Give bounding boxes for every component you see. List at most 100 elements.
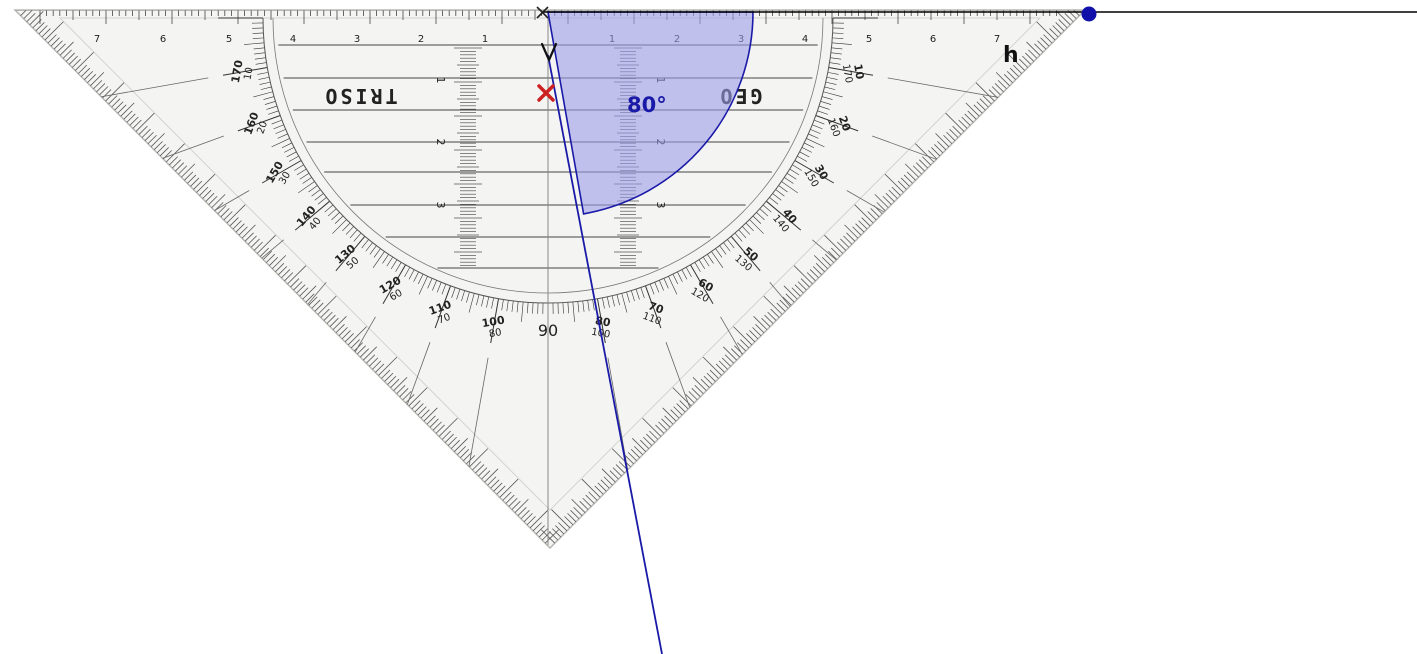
edge-tick bbox=[96, 83, 106, 93]
edge-tick bbox=[740, 339, 750, 349]
edge-tick bbox=[1026, 41, 1041, 56]
degree-tick bbox=[286, 151, 297, 158]
edge-tick bbox=[1052, 25, 1062, 35]
degree-tick bbox=[766, 200, 802, 231]
edge-tick bbox=[676, 403, 686, 413]
line-point[interactable] bbox=[1081, 6, 1097, 22]
edge-tick bbox=[752, 327, 762, 337]
degree-tick bbox=[825, 81, 837, 85]
degree-tick bbox=[491, 297, 494, 309]
edge-tick bbox=[384, 372, 394, 382]
edge-tick bbox=[247, 235, 257, 245]
degree-tick bbox=[616, 294, 620, 306]
edge-tick bbox=[885, 192, 895, 202]
edge-tick bbox=[229, 217, 239, 227]
degree-tick bbox=[297, 181, 315, 194]
edge-tick bbox=[435, 424, 445, 434]
edge-tick bbox=[673, 406, 683, 416]
edge-tick bbox=[1040, 37, 1050, 47]
edge-tick bbox=[287, 265, 307, 285]
degree-tick bbox=[516, 301, 519, 313]
edge-tick bbox=[928, 150, 938, 160]
degree-tick bbox=[562, 302, 564, 314]
edge-tick bbox=[809, 269, 819, 279]
edge-tick bbox=[290, 278, 300, 288]
edge-tick bbox=[785, 293, 795, 303]
degree-tick bbox=[432, 280, 437, 291]
edge-tick bbox=[874, 194, 889, 209]
degree-tick bbox=[672, 274, 679, 285]
edge-tick bbox=[505, 494, 515, 504]
edge-tick bbox=[844, 224, 859, 239]
edge-tick bbox=[438, 417, 458, 437]
edge-tick bbox=[709, 369, 719, 379]
edge-tick bbox=[612, 467, 622, 477]
edge-tick bbox=[646, 433, 656, 443]
edge-tick bbox=[581, 478, 601, 498]
edge-tick bbox=[220, 208, 230, 218]
edge-tick bbox=[38, 25, 48, 35]
edge-tick bbox=[649, 430, 659, 440]
edge-tick bbox=[65, 52, 75, 62]
degree-tick bbox=[582, 300, 585, 312]
point-x-mark-icon[interactable] bbox=[537, 84, 555, 102]
edge-tick bbox=[688, 391, 698, 401]
edge-tick bbox=[685, 394, 695, 404]
degree-tick bbox=[830, 57, 842, 60]
degree-tick bbox=[829, 62, 841, 65]
edge-tick bbox=[244, 232, 254, 242]
edge-tick bbox=[235, 223, 245, 233]
degree-tick bbox=[369, 245, 377, 255]
degree-tick bbox=[702, 256, 710, 267]
degree-tick bbox=[258, 76, 270, 80]
vertex-x-mark-icon[interactable] bbox=[536, 6, 549, 19]
edge-tick bbox=[517, 506, 527, 517]
degree-guide-line bbox=[247, 316, 376, 538]
edge-tick bbox=[585, 494, 595, 504]
edge-tick bbox=[579, 500, 589, 510]
edge-tick bbox=[770, 308, 780, 318]
edge-tick bbox=[326, 314, 336, 324]
edge-tick bbox=[692, 377, 707, 391]
edge-tick bbox=[308, 296, 318, 306]
degree-tick bbox=[698, 259, 706, 270]
edge-tick bbox=[997, 80, 1007, 90]
edge-tick bbox=[44, 21, 64, 41]
edge-tick bbox=[211, 194, 226, 209]
protractor[interactable]: 112233 TRISO GEO 90 17010160201503014040… bbox=[0, 7, 1139, 609]
edge-tick bbox=[284, 272, 294, 282]
mini-ruler-label: 2 bbox=[434, 139, 447, 146]
degree-tick bbox=[244, 42, 265, 45]
degree-tick bbox=[345, 226, 354, 235]
edge-tick bbox=[582, 497, 592, 507]
edge-tick bbox=[305, 293, 315, 303]
edge-tick bbox=[20, 10, 30, 16]
edge-tick bbox=[80, 67, 91, 77]
edge-tick bbox=[544, 529, 559, 544]
degree-tick bbox=[734, 232, 743, 242]
angle-sector[interactable] bbox=[547, 11, 754, 215]
edge-tick bbox=[967, 110, 977, 120]
edge-tick bbox=[1058, 19, 1068, 29]
edge-tick bbox=[135, 112, 155, 132]
degree-tick bbox=[789, 168, 800, 176]
angle-ray[interactable] bbox=[547, 54, 663, 654]
edge-tick bbox=[359, 348, 370, 358]
degree-tick bbox=[649, 283, 655, 295]
degree-tick bbox=[476, 294, 480, 306]
edge-tick bbox=[995, 72, 1010, 87]
degree-tick bbox=[261, 160, 302, 184]
edge-tick bbox=[62, 49, 72, 59]
edge-tick bbox=[988, 89, 998, 99]
edge-tick bbox=[196, 173, 216, 193]
construction[interactable]: 80° h bbox=[536, 6, 1417, 654]
degree-tick bbox=[314, 193, 324, 201]
edge-tick bbox=[1037, 40, 1047, 50]
degree-tick bbox=[801, 147, 812, 153]
edge-tick bbox=[567, 513, 577, 523]
degree-tick bbox=[654, 282, 660, 293]
degree-tick bbox=[501, 299, 504, 311]
edge-tick bbox=[466, 455, 476, 465]
edge-tick bbox=[588, 491, 598, 501]
